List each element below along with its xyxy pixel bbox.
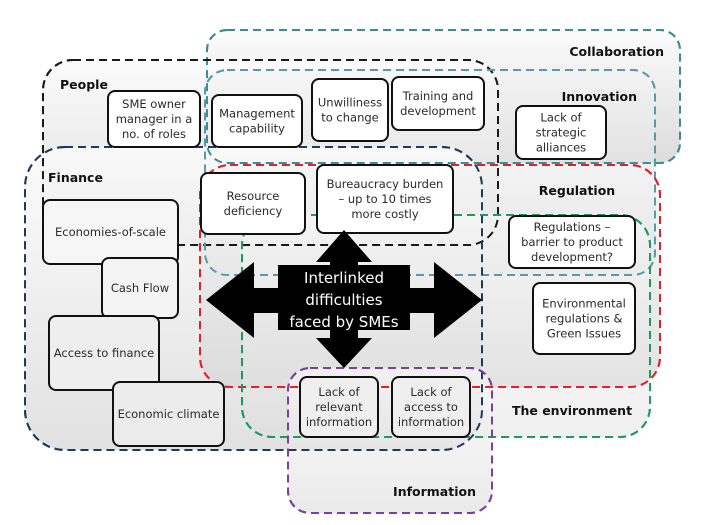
box-text-line: Green Issues [547, 327, 621, 341]
box-text-line: information [398, 415, 464, 429]
box-text-line: alliances [536, 141, 586, 155]
box-regulations-barrier: Regulations –barrier to productdevelopme… [508, 215, 636, 269]
box-frame [391, 376, 471, 438]
box-text-line: – up to 10 times [338, 192, 431, 206]
box-text-line: manager in a [116, 112, 193, 126]
box-text-line: Management [219, 107, 295, 121]
label-environment: The environment [512, 403, 632, 418]
box-text-line: Regulations – [534, 220, 611, 234]
box-frame [112, 381, 225, 447]
box-economies: Economies-of-scale [42, 199, 179, 265]
border-information [287, 367, 493, 514]
box-text-line: no. of roles [122, 127, 186, 141]
box-text-line: capability [229, 122, 285, 136]
box-text-line: information [306, 415, 372, 429]
box-frame [391, 76, 485, 131]
box-text-line: relevant [315, 400, 363, 414]
box-cash-flow: Cash Flow [101, 257, 179, 319]
box-frame [48, 315, 160, 391]
box-text-line: Environmental [542, 297, 626, 311]
box-economic-climate: Economic climate [112, 381, 225, 447]
box-frame [211, 94, 303, 148]
label-regulation: Regulation [539, 183, 615, 198]
box-frame [316, 164, 454, 234]
box-text-line: Economies-of-scale [55, 225, 166, 239]
border-people [42, 59, 499, 246]
box-text-line: Access to finance [54, 346, 155, 360]
box-text-line: to change [321, 111, 379, 125]
cross-arrow-shape [206, 230, 482, 368]
label-innovation: Innovation [562, 89, 637, 104]
box-frame [299, 376, 379, 438]
box-access-finance: Access to finance [48, 315, 160, 391]
box-text-line: deficiency [224, 204, 283, 218]
box-text-line: barrier to product [521, 235, 623, 249]
box-text-line: Economic climate [118, 407, 220, 421]
box-frame [532, 282, 636, 355]
border-collaboration [206, 29, 681, 164]
box-text-line: Bureaucracy burden [327, 177, 444, 191]
box-text-line: Resource [227, 189, 280, 203]
box-frame [311, 78, 389, 142]
label-finance: Finance [48, 170, 103, 185]
box-text-line: Unwilliness [318, 96, 382, 110]
box-text-line: development? [531, 250, 613, 264]
box-frame [200, 172, 306, 235]
box-frame [508, 215, 636, 269]
box-text-line: Lack of [318, 385, 360, 399]
central-cross-arrow [206, 230, 482, 368]
center-title-line-1: Interlinked [304, 269, 384, 287]
box-frame [515, 105, 607, 160]
center-title-line-2: difficulties [305, 291, 382, 309]
label-collaboration: Collaboration [569, 44, 664, 59]
box-text-line: Cash Flow [111, 281, 169, 295]
box-text-line: strategic [536, 126, 587, 140]
center-title-line-3: faced by SMEs [289, 313, 398, 331]
box-frame [107, 90, 201, 148]
box-text-line: Lack of [410, 385, 452, 399]
label-information: Information [393, 484, 476, 499]
box-text-line: development [400, 104, 476, 118]
box-text-line: access to [404, 400, 458, 414]
border-innovation [204, 69, 656, 276]
box-text-line: SME owner [122, 97, 186, 111]
box-text-line: regulations & [545, 312, 622, 326]
box-text-line: more costly [351, 207, 418, 221]
box-text-line: Training and [402, 89, 474, 103]
label-people: People [60, 77, 108, 92]
box-text-line: Lack of [540, 111, 582, 125]
